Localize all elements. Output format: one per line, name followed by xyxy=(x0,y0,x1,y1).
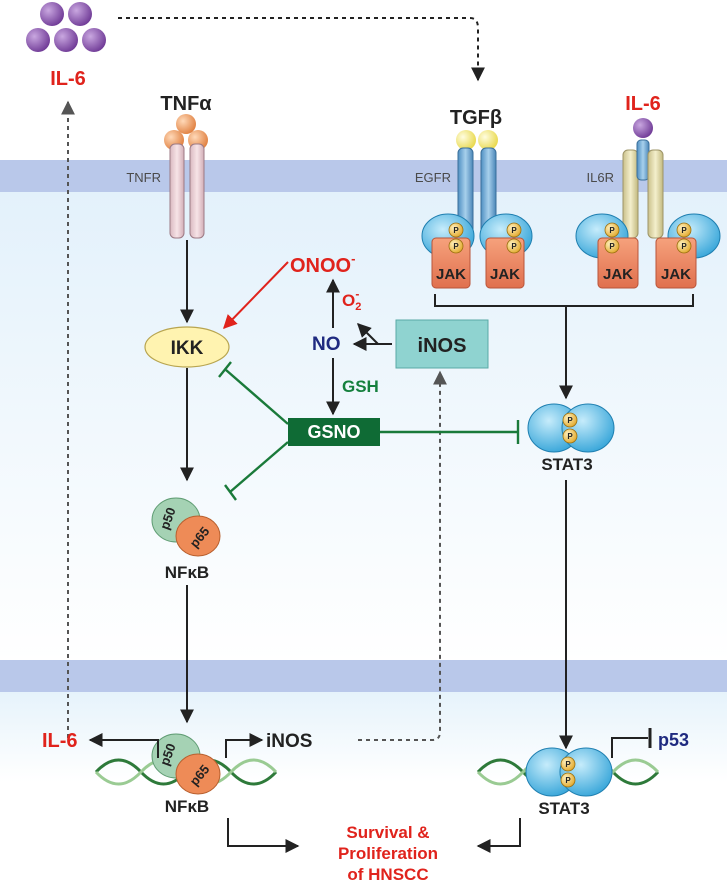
tnfa-label: TNFα xyxy=(160,93,212,115)
il6-output-label: IL-6 xyxy=(42,730,78,752)
gsno-box xyxy=(288,418,380,446)
gsno-inhibits-nfkb-line xyxy=(229,441,289,493)
il6-secreted-label: IL-6 xyxy=(50,68,86,90)
il6-ligand-label: IL-6 xyxy=(625,93,661,115)
nfkb-complex-cytoplasm xyxy=(151,497,221,557)
inos-to-superoxide-arrow xyxy=(357,323,379,345)
inos-output-label: iNOS xyxy=(266,731,312,752)
inos-enzyme-box xyxy=(395,319,489,369)
superoxide-label: O2- xyxy=(342,287,361,313)
tgfb-ligand xyxy=(456,130,498,150)
phospho-label: P xyxy=(681,242,687,251)
onoo-label: ONOO- xyxy=(290,251,355,277)
egfr-jak-stat-complex xyxy=(421,213,533,289)
stat3-to-survival-arrow xyxy=(476,818,521,853)
p53-label: p53 xyxy=(658,730,689,750)
gsh-label: GSH xyxy=(342,377,379,396)
phospho-label: P xyxy=(565,776,571,785)
ikk-label: IKK xyxy=(171,338,204,359)
phospho-label: P xyxy=(511,242,517,251)
plasma-membrane xyxy=(0,160,727,192)
jak-label: JAK xyxy=(490,266,520,283)
phospho-label: P xyxy=(609,226,615,235)
outcome-line-2: Proliferation xyxy=(338,844,438,863)
il6r-label: IL6R xyxy=(587,170,614,185)
il6-secreted-cluster xyxy=(26,2,106,52)
phospho-label: P xyxy=(453,242,459,251)
phospho-label: P xyxy=(609,242,615,251)
jak-label: JAK xyxy=(603,266,633,283)
nuclear-membrane xyxy=(0,660,727,692)
inhibition-bar-nfkb xyxy=(224,484,237,501)
outcome-line-1: Survival & xyxy=(346,823,429,842)
egfr-label: EGFR xyxy=(415,170,451,185)
stat3-nucleus-label: STAT3 xyxy=(538,799,589,818)
nfkb-to-survival-arrow xyxy=(227,818,300,853)
il6-ligand xyxy=(633,118,653,138)
ikk-node xyxy=(144,326,230,368)
outcome-line-3: of HNSCC xyxy=(347,865,428,884)
stat3-cytoplasm-label: STAT3 xyxy=(541,455,592,474)
phospho-label: P xyxy=(453,226,459,235)
il6r-receptor xyxy=(622,139,664,239)
tnfr-receptor xyxy=(169,143,205,239)
il6-autocrine-arrow xyxy=(118,17,485,82)
jak-label: JAK xyxy=(661,266,691,283)
nfkb-to-inos-arrow xyxy=(225,733,264,758)
nfkb-cytoplasm-label: NFκB xyxy=(165,563,209,582)
p50-label: p50 xyxy=(157,741,179,767)
tgfb-label: TGFβ xyxy=(450,107,502,129)
jak-label: JAK xyxy=(436,266,466,283)
gsno-label: GSNO xyxy=(307,422,360,442)
nfkb-nucleus-label: NFκB xyxy=(165,797,209,816)
phospho-label: P xyxy=(567,416,573,425)
inos-feedback-arrow xyxy=(358,370,447,741)
nfkb-to-il6-arrow xyxy=(88,733,159,758)
stat3-inhibits-p53-line xyxy=(611,737,648,758)
stat3-dimer-nucleus xyxy=(525,747,613,797)
jak-bracket xyxy=(434,294,694,307)
p50-label: p50 xyxy=(157,505,179,531)
tnfr-label: TNFR xyxy=(126,170,161,185)
nfkb-complex-nucleus xyxy=(151,733,221,795)
phospho-label: P xyxy=(565,760,571,769)
phospho-label: P xyxy=(567,432,573,441)
gsno-inhibits-ikk-line xyxy=(225,369,289,425)
inhibition-bar-ikk xyxy=(218,361,232,378)
no-label: NO xyxy=(312,334,341,355)
phospho-label: P xyxy=(681,226,687,235)
phospho-label: P xyxy=(511,226,517,235)
egfr-receptor xyxy=(457,147,497,239)
il6r-jak-stat-complex xyxy=(575,213,721,289)
onoo-to-ikk-arrow xyxy=(223,261,289,330)
inos-box-label: iNOS xyxy=(418,335,467,357)
stat3-dimer-cytoplasm xyxy=(527,403,615,453)
